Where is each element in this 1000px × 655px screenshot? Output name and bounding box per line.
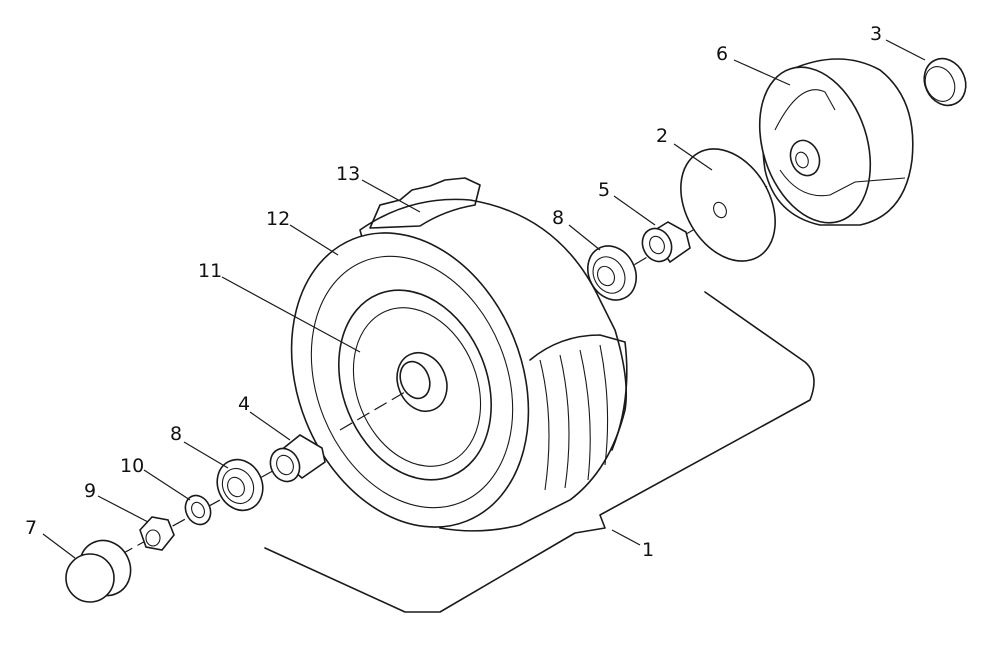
leader-7 bbox=[42, 533, 76, 559]
callout-10: 10 bbox=[120, 455, 144, 477]
callout-5: 5 bbox=[598, 179, 610, 201]
hub-cap-dome bbox=[65, 553, 115, 603]
callout-9: 9 bbox=[84, 480, 96, 502]
wheel-cover-bore bbox=[795, 151, 809, 169]
bearing-front-bore bbox=[227, 476, 245, 498]
leader-2 bbox=[673, 143, 713, 171]
callout-8a: 8 bbox=[170, 423, 182, 445]
callout-7: 7 bbox=[25, 517, 37, 539]
leader-13 bbox=[361, 179, 421, 213]
bearing-rear-balls bbox=[592, 256, 626, 294]
tyre-tread-lug-top bbox=[369, 177, 481, 229]
wheel-cover-hub bbox=[789, 139, 821, 177]
nut-bore bbox=[145, 529, 161, 547]
leader-1 bbox=[611, 529, 641, 546]
bearing-rear-bore bbox=[596, 265, 616, 287]
sleeve-bore bbox=[276, 454, 294, 476]
leader-11 bbox=[221, 276, 361, 353]
callout-3: 3 bbox=[870, 23, 882, 45]
disc bbox=[680, 148, 776, 262]
disc-bore bbox=[713, 201, 727, 219]
spacer-end bbox=[641, 227, 673, 263]
rim bbox=[338, 289, 492, 481]
callout-4: 4 bbox=[238, 393, 250, 415]
sleeve bbox=[269, 434, 326, 483]
nut-body bbox=[139, 516, 175, 551]
callout-8b: 8 bbox=[552, 207, 564, 229]
bearing-front bbox=[216, 458, 264, 512]
leader-8b bbox=[568, 224, 601, 251]
bearing-rear bbox=[587, 245, 637, 301]
leader-3 bbox=[885, 39, 926, 61]
tyre-tread-marks bbox=[539, 344, 609, 491]
end-cap bbox=[923, 57, 967, 107]
callout-1: 1 bbox=[642, 539, 654, 561]
washer-bore bbox=[191, 501, 205, 519]
washer bbox=[184, 494, 212, 526]
leader-6 bbox=[733, 59, 791, 86]
axis-line-hub bbox=[339, 391, 406, 431]
callout-13: 13 bbox=[336, 163, 360, 185]
spacer-bore bbox=[649, 235, 665, 255]
leader-9 bbox=[97, 495, 149, 523]
sleeve-end bbox=[269, 447, 301, 483]
tyre-sidewall-inner bbox=[310, 255, 514, 509]
bearing-rear-outer bbox=[587, 245, 637, 301]
callout-6: 6 bbox=[716, 43, 728, 65]
bearing-front-balls bbox=[221, 467, 255, 505]
leader-8a bbox=[183, 441, 229, 469]
callout-2: 2 bbox=[656, 125, 668, 147]
leader-5 bbox=[613, 195, 656, 226]
leader-12 bbox=[289, 224, 339, 256]
wheel-cover-cone bbox=[774, 89, 906, 197]
wheel-cover-face bbox=[758, 66, 872, 224]
assembly-bracket bbox=[264, 291, 815, 613]
rim-inner bbox=[352, 307, 482, 467]
washer-outer bbox=[184, 494, 212, 526]
tyre-tread-side bbox=[529, 334, 628, 451]
leader-4 bbox=[249, 411, 291, 441]
hub-cap bbox=[65, 539, 132, 603]
disc-face bbox=[680, 148, 776, 262]
spacer-bushing bbox=[641, 221, 691, 264]
wheel-cover bbox=[758, 58, 914, 226]
end-cap-rim bbox=[923, 57, 967, 107]
callout-11: 11 bbox=[198, 260, 222, 282]
end-cap-inner bbox=[924, 66, 956, 102]
leader-10 bbox=[143, 469, 191, 501]
nut bbox=[139, 516, 175, 551]
callout-12: 12 bbox=[266, 208, 290, 230]
hub-bore bbox=[399, 360, 431, 400]
